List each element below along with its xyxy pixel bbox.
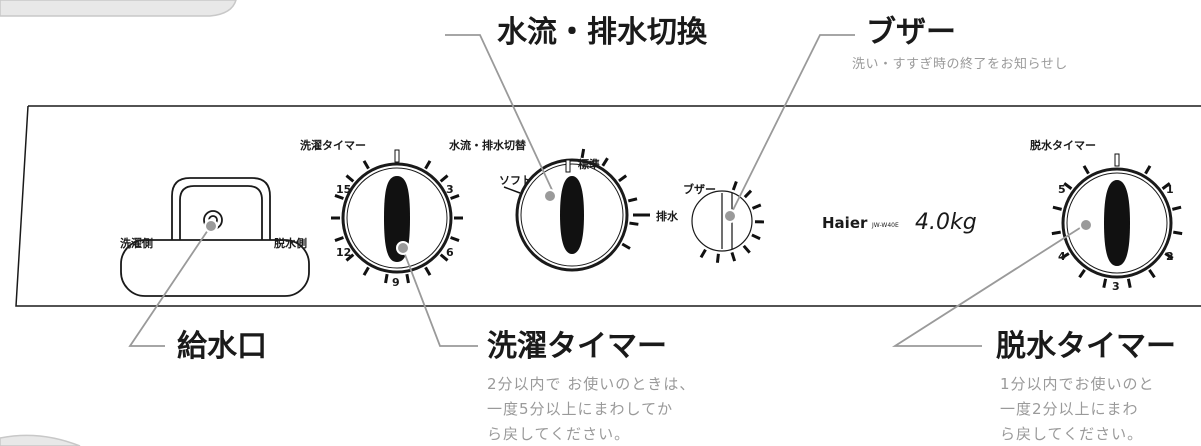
spin-timer-knob[interactable] <box>1104 180 1130 266</box>
dial-tick-mark <box>1060 252 1070 260</box>
brand-logo: Haier <box>822 214 868 232</box>
callout-water-switch: 水流・排水切換 <box>497 15 708 50</box>
dial-tick-mark <box>742 244 751 254</box>
spin-timer-desc-3: ら戻してください。 <box>1000 425 1143 443</box>
dial-tick-mark <box>424 160 432 170</box>
wash-timer-panel-label: 洗濯タイマー <box>300 138 366 152</box>
dial-tick-mark <box>1164 252 1174 260</box>
leader-buzzer <box>731 34 855 213</box>
wash-timer-desc-2: 一度5分以上にまわしてか <box>487 400 673 418</box>
dial-tick-mark <box>629 221 639 226</box>
model-number: JW-W40E <box>871 222 899 229</box>
corner-decoration-top <box>0 0 237 17</box>
dial-tick-mark <box>384 273 389 284</box>
spin-timer-desc-2: 一度2分以上にまわ <box>1000 400 1139 418</box>
leader-inlet <box>128 229 209 347</box>
leader-lines <box>128 34 1093 347</box>
dial-tick-mark <box>1082 165 1090 175</box>
wash-tick-12: 12 <box>336 246 351 259</box>
wash-timer-desc-1: 2分以内で お使いのときは、 <box>487 375 695 393</box>
soft-label: ソフト <box>499 174 532 187</box>
callout-wash-timer: 洗濯タイマー <box>487 329 667 364</box>
buzzer-dial[interactable] <box>691 181 765 263</box>
standard-label: 標準 <box>578 157 600 171</box>
dial-tick-mark <box>601 157 609 167</box>
spin-timer-dial[interactable] <box>1051 153 1183 288</box>
wash-tick-3: 3 <box>446 183 454 196</box>
dial-tick-mark <box>1173 230 1183 236</box>
dial-tick-mark <box>362 266 370 276</box>
dial-tick-mark <box>334 236 344 242</box>
spin-timer-desc-1: 1分以内でお使いのと <box>1000 375 1155 393</box>
spin-tick-2: 2 <box>1166 250 1174 263</box>
dial-tick-mark <box>1126 278 1132 288</box>
dial-tick-mark <box>345 253 355 262</box>
dial-tick-mark <box>751 203 762 210</box>
leader-water-switch <box>445 34 554 193</box>
dial-tick-mark <box>627 197 638 203</box>
dial-tick-mark <box>424 266 432 276</box>
dial-tick-mark <box>1078 269 1086 279</box>
capacity-label: 4.0kg <box>915 210 977 235</box>
dial-tick-mark <box>1148 269 1156 279</box>
wash-tick-6: 6 <box>446 246 454 259</box>
dial-tick-mark <box>405 273 410 284</box>
dial-tick-mark <box>334 194 344 200</box>
dial-tick-mark <box>751 233 761 241</box>
spin-tick-4: 4 <box>1058 250 1066 263</box>
spin-tick-5: 5 <box>1058 183 1066 196</box>
dial-tick-mark <box>699 248 707 259</box>
dial-tick-mark <box>1171 205 1182 211</box>
water-drain-panel-label: 水流・排水切替 <box>449 138 527 152</box>
dial-tick-mark <box>1052 205 1063 211</box>
wash-tick-9: 9 <box>392 276 400 289</box>
dial-tick-mark <box>715 253 720 263</box>
wash-timer-desc-3: ら戻してください。 <box>487 425 630 443</box>
water-inlet <box>120 177 310 297</box>
leader-wash-timer <box>403 251 478 347</box>
dial-tick-mark <box>731 181 738 191</box>
leader-spin-timer <box>891 225 1084 347</box>
dial-tick-mark <box>618 174 628 183</box>
callout-buzzer: ブザー <box>866 15 956 50</box>
dial-tick-mark <box>439 253 449 262</box>
dial-tick-mark <box>1144 165 1152 175</box>
water-drain-knob[interactable] <box>560 176 584 254</box>
spin-tick-1: 1 <box>1166 183 1174 196</box>
water-drain-dial[interactable] <box>503 148 650 272</box>
dial-tick-mark <box>362 160 370 170</box>
callout-inlet: 給水口 <box>177 329 267 364</box>
wash-tick-15: 15 <box>336 183 351 196</box>
spin-tick-3: 3 <box>1112 280 1120 293</box>
dial-tick-mark <box>580 148 586 159</box>
callout-spin-timer: 脱水タイマー <box>996 329 1176 364</box>
dial-tick-mark <box>743 189 753 199</box>
callout-buzzer-desc: 洗い・すすぎ時の終了をお知らせし <box>852 56 1068 72</box>
wash-side-label: 洗濯側 <box>120 236 153 250</box>
dial-tick-mark <box>439 174 449 183</box>
corner-decoration-bottom <box>0 434 81 446</box>
dial-tick-mark <box>1063 182 1073 190</box>
buzzer-panel-label: ブザー <box>683 182 716 196</box>
panel-outline <box>15 105 1201 307</box>
wash-timer-knob[interactable] <box>384 176 410 262</box>
spin-timer-panel-label: 脱水タイマー <box>1030 138 1096 152</box>
dial-tick-mark <box>1102 278 1108 288</box>
dial-tick-mark <box>450 236 460 242</box>
dial-tick-mark <box>621 242 631 250</box>
dial-tick-mark <box>345 174 355 183</box>
spin-side-label: 脱水側 <box>274 236 307 250</box>
wash-timer-dial[interactable] <box>331 149 463 284</box>
dial-tick-mark <box>450 194 460 200</box>
drain-label: 排水 <box>656 209 679 223</box>
dial-tick-mark <box>1161 182 1171 190</box>
dial-tick-mark <box>1051 230 1061 236</box>
dial-tick-mark <box>730 252 737 262</box>
